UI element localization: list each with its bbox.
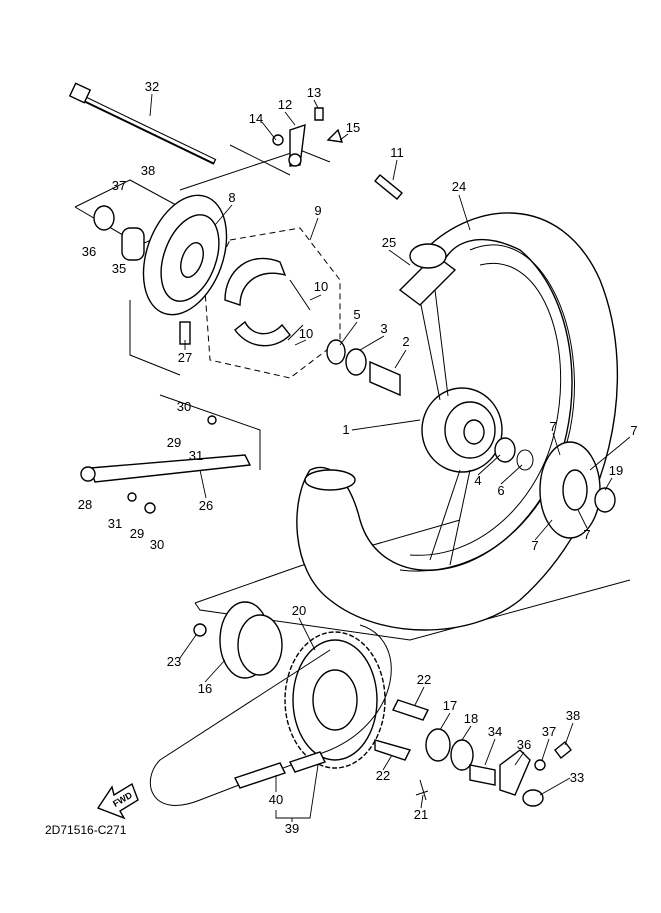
callout-8: 8 xyxy=(228,190,235,205)
group-lines xyxy=(74,144,631,641)
callout-19: 19 xyxy=(609,463,623,478)
callout-5: 5 xyxy=(353,307,360,322)
callout-7: 7 xyxy=(630,423,637,438)
callout-1: 1 xyxy=(342,422,349,437)
callout-2: 2 xyxy=(402,334,409,349)
callout-37: 37 xyxy=(112,178,126,193)
callout-33: 33 xyxy=(570,770,584,785)
callout-7: 7 xyxy=(549,419,556,434)
callout-25: 25 xyxy=(382,235,396,250)
callout-14: 14 xyxy=(249,111,263,126)
callout-28: 28 xyxy=(78,497,92,512)
callout-21: 21 xyxy=(414,807,428,822)
chain-part xyxy=(149,624,392,806)
callout-34: 34 xyxy=(488,724,502,739)
callout-29: 29 xyxy=(130,526,144,541)
callout-30: 30 xyxy=(150,537,164,552)
callout-29: 29 xyxy=(167,435,181,450)
callout-24: 24 xyxy=(452,179,466,194)
callout-39: 39 xyxy=(285,821,299,836)
callout-31: 31 xyxy=(189,448,203,463)
callout-16: 16 xyxy=(198,681,212,696)
wheel-part xyxy=(296,212,619,631)
callout-11: 11 xyxy=(390,145,404,160)
torque-arm-part xyxy=(80,415,252,514)
right-side-parts xyxy=(374,699,572,807)
callout-36: 36 xyxy=(82,244,96,259)
callout-38: 38 xyxy=(141,163,155,178)
damper-parts xyxy=(494,437,616,539)
callout-7: 7 xyxy=(583,527,590,542)
callout-3: 3 xyxy=(380,321,387,336)
callout-35: 35 xyxy=(112,261,126,276)
callout-18: 18 xyxy=(464,711,478,726)
callout-9: 9 xyxy=(314,203,321,218)
diagram-code: 2D71516-C271 xyxy=(45,823,127,837)
fwd-arrow-icon: FWD xyxy=(96,782,139,820)
callout-22: 22 xyxy=(376,768,390,783)
callout-40: 40 xyxy=(269,792,283,807)
callout-4: 4 xyxy=(474,473,481,488)
callout-10: 10 xyxy=(314,279,328,294)
bearing-parts xyxy=(326,339,401,397)
axle-part xyxy=(68,82,217,165)
callout-37: 37 xyxy=(542,724,556,739)
callout-labels: 32 13 12 14 15 11 38 37 8 24 9 36 35 25 … xyxy=(78,79,638,836)
callout-10: 10 xyxy=(299,326,313,341)
callout-27: 27 xyxy=(178,350,192,365)
hub-sprocket-part xyxy=(193,601,386,769)
callout-30: 30 xyxy=(177,399,191,414)
brake-lever-part xyxy=(272,107,403,200)
callout-31: 31 xyxy=(108,516,122,531)
callout-7: 7 xyxy=(531,538,538,553)
callout-17: 17 xyxy=(443,698,457,713)
callout-22: 22 xyxy=(417,672,431,687)
callout-12: 12 xyxy=(278,97,292,112)
brake-shoe-part xyxy=(224,257,311,347)
callout-13: 13 xyxy=(307,85,321,100)
callout-26: 26 xyxy=(199,498,213,513)
callout-15: 15 xyxy=(346,120,360,135)
callout-38: 38 xyxy=(566,708,580,723)
callout-36: 36 xyxy=(517,737,531,752)
callout-23: 23 xyxy=(167,654,181,669)
callout-6: 6 xyxy=(497,483,504,498)
leader-lines xyxy=(149,93,631,822)
brake-panel-part xyxy=(93,194,228,345)
callout-20: 20 xyxy=(292,603,306,618)
callout-32: 32 xyxy=(145,79,159,94)
